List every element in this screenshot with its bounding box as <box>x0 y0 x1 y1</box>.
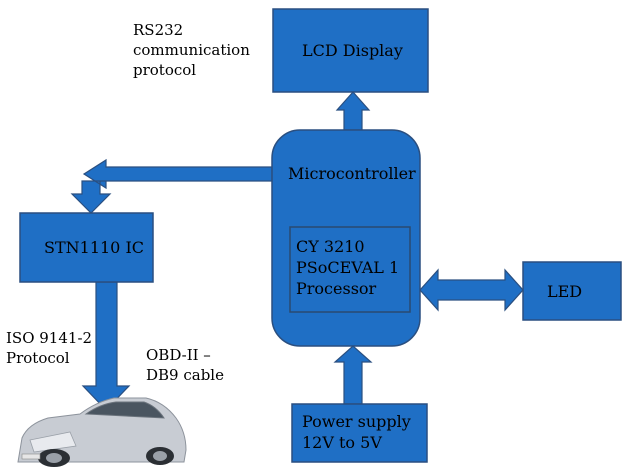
lcd-display-block <box>272 8 429 93</box>
arrow-micro-to-stn <box>70 158 273 214</box>
car-image <box>17 397 187 467</box>
iso-protocol-label: ISO 9141-2 Protocol <box>6 329 93 367</box>
processor-block <box>289 226 411 313</box>
stn1110-label: STN1110 IC <box>44 238 144 257</box>
led-label: LED <box>547 282 583 301</box>
rs232-label: RS232 communication protocol <box>133 21 250 79</box>
processor-label: CY 3210 PSoCEVAL 1 Processor <box>296 237 400 298</box>
led-block <box>522 261 622 321</box>
microcontroller-label: Microcontroller <box>288 164 416 183</box>
stn1110-block <box>19 212 154 283</box>
power-supply-block <box>291 403 428 463</box>
arrow-power-to-micro <box>333 345 373 405</box>
lcd-display-label: LCD Display <box>302 41 403 60</box>
obd-cable-label: OBD-II – DB9 cable <box>146 346 224 384</box>
power-supply-label: Power supply 12V to 5V <box>302 412 411 452</box>
arrow-micro-led <box>419 268 524 312</box>
arrow-micro-to-lcd <box>335 91 371 131</box>
